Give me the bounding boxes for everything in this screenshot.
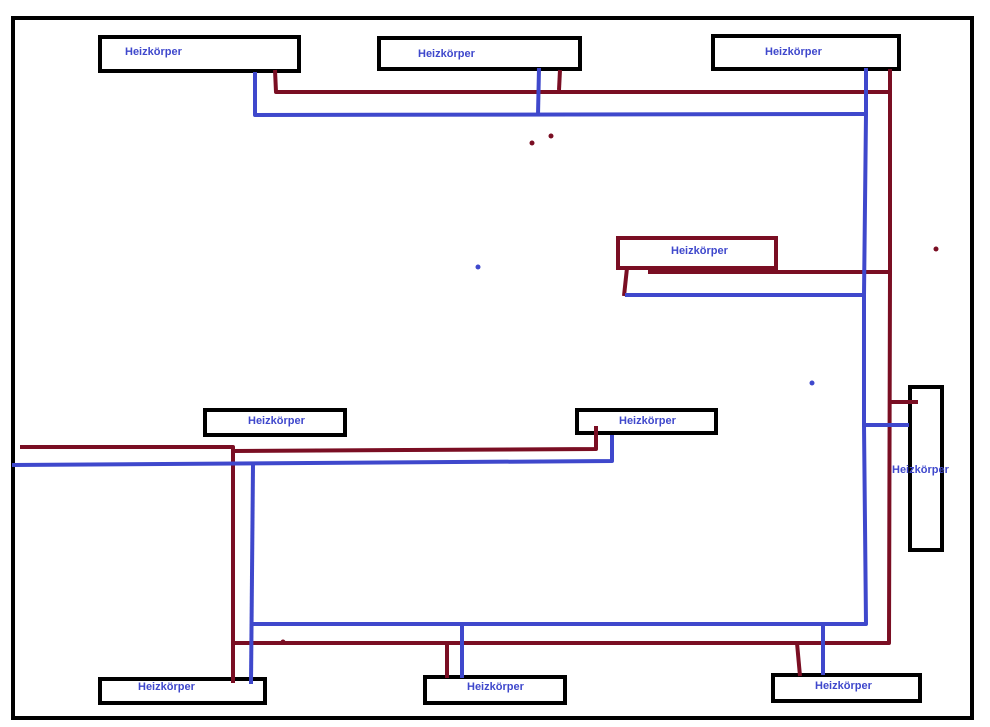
stray-dots [280,133,939,645]
radiator-box-5 [203,408,347,437]
radiator-box-2 [377,36,582,71]
radiator-label: Heizkörper [138,681,195,693]
radiator-label: Heizkörper [467,681,524,693]
radiator-box-4 [616,236,778,270]
radiator-box-8 [98,677,267,705]
radiator-label: Heizkörper [815,680,872,692]
radiator-box-6 [575,408,718,435]
radiator-box-10 [771,673,922,703]
radiator-label: Heizkörper [125,46,182,58]
return-pipes [11,67,909,685]
radiator-box-7 [908,385,944,552]
radiator-label: Heizkörper [671,245,728,257]
radiator-boxes [98,34,944,705]
radiator-label: Heizkörper [248,415,305,427]
radiator-label: Heizkörper [418,48,475,60]
radiator-box-9 [423,675,567,705]
radiator-label: Heizkörper [765,46,822,58]
radiator-label: Heizkörper [892,464,949,476]
room-outline [11,16,974,720]
radiator-label: Heizkörper [619,415,676,427]
radiator-box-3 [711,34,901,71]
radiator-box-1 [98,35,301,73]
supply-pipes [20,69,918,683]
